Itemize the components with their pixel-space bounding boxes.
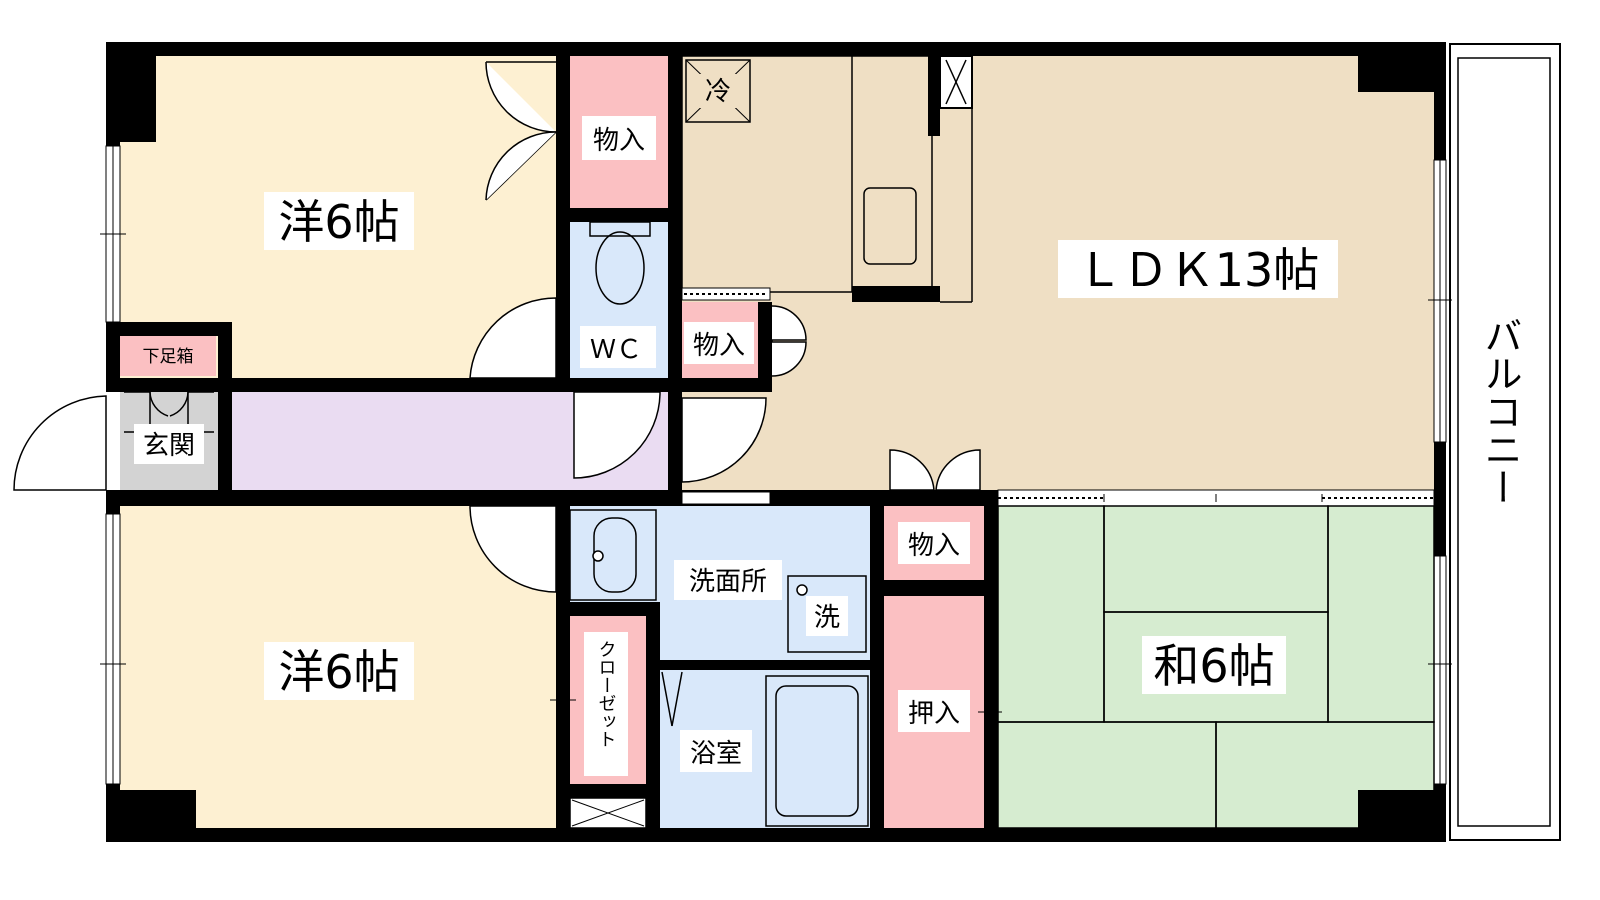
fridge-label: 冷: [705, 77, 731, 107]
label-bg: [264, 642, 414, 700]
tatami-grid: [997, 505, 1435, 829]
bath-door-leaf: [661, 671, 673, 727]
washer-outline: [787, 575, 867, 653]
kitchen-wall-right: [928, 56, 940, 136]
label-bg: [684, 322, 754, 364]
label-bg: [1142, 636, 1286, 694]
wall-storage-mid-bottom: [682, 378, 772, 392]
label-bg: [134, 424, 204, 464]
bathtub-outline: [765, 675, 869, 827]
bath-door-leaf: [671, 671, 683, 727]
room-label-closet: クローゼット: [596, 640, 617, 748]
label-bg: [580, 326, 656, 368]
bathtub-icon: [775, 685, 859, 817]
label-bg: [680, 730, 752, 772]
label-bg: [264, 192, 414, 250]
toilet-tank-icon: [589, 221, 651, 237]
washer-drain-icon: [796, 584, 808, 596]
wall-shoebox-top: [106, 322, 232, 336]
balcony-inner-line: [1457, 57, 1551, 827]
room-label-washroom: 洗面所: [689, 567, 767, 597]
room-shoe-box: [120, 336, 216, 376]
wall-storage-right-bottom: [884, 580, 984, 596]
room-label-ldk: ＬＤＫ13帖: [1077, 243, 1320, 297]
room-label-entrance: 玄関: [143, 431, 195, 461]
door-western-bottom: [469, 505, 557, 593]
door-storage-mid: [771, 305, 807, 377]
door-western-top: [469, 297, 557, 379]
fridge-label-bg: [698, 74, 738, 108]
ps-cross-b: [571, 799, 645, 827]
wall-closet-right: [646, 602, 660, 828]
room-label-shoe-box: 下足箱: [143, 347, 194, 367]
door-wc: [573, 391, 661, 479]
wall-bath-top: [660, 660, 870, 670]
wall-wet-right: [870, 506, 884, 828]
label-bg: [898, 522, 970, 564]
label-bg: [674, 560, 782, 600]
balcony-outline: [1449, 43, 1561, 841]
room-label-japanese: 和6帖: [1153, 639, 1274, 693]
door-storage-right: [889, 449, 981, 491]
label-bg: [898, 690, 970, 732]
column-top-right: [1358, 56, 1434, 92]
room-label-storage-mid: 物入: [693, 331, 745, 361]
wall-top-right: [668, 56, 682, 392]
basin-tap-icon: [592, 550, 604, 562]
wall-bottom-mid: [556, 506, 570, 828]
door-western-top-closet: [485, 61, 557, 201]
wall-japanese-left: [984, 506, 998, 828]
column-bottom-right: [1358, 790, 1434, 828]
column-bottom-left: [120, 790, 196, 828]
room-label-storage-right: 物入: [908, 531, 960, 561]
label-bg: [1058, 240, 1338, 298]
fridge-outline: [685, 59, 751, 123]
wall-storage-wc: [570, 208, 668, 222]
wall-closet-top: [570, 602, 660, 616]
wall-shoebox-right: [218, 322, 232, 392]
room-washroom-left: [570, 506, 656, 602]
kitchen-wall-bottom: [852, 286, 940, 302]
label-bg: [806, 596, 848, 636]
room-label-storage-top: 物入: [593, 126, 645, 156]
door-washroom: [681, 491, 771, 505]
door-ldk: [681, 397, 767, 483]
room-label-oshiire: 押入: [908, 699, 960, 729]
wall-closet-bottom: [570, 784, 646, 798]
room-label-wc: ＷＣ: [590, 335, 642, 365]
pipe-space-cross-b: [945, 59, 967, 105]
wall-storage-mid-right: [758, 302, 772, 392]
room-label-balcony: バルコニー: [1478, 316, 1522, 506]
sink-icon: [863, 187, 917, 265]
column-top-left: [120, 56, 156, 142]
wall-top-mid: [556, 56, 570, 392]
room-label-western-top: 洋6帖: [278, 195, 399, 249]
wall-hall-top: [106, 378, 570, 392]
label-bg: [584, 632, 628, 776]
room-label-bath: 浴室: [690, 739, 742, 769]
basin-counter: [569, 509, 657, 601]
door-entrance: [13, 395, 107, 491]
washer-label: 洗: [814, 603, 840, 633]
room-label-western-bottom: 洋6帖: [278, 645, 399, 699]
label-bg: [582, 116, 656, 160]
toilet-bowl-icon: [595, 231, 645, 305]
